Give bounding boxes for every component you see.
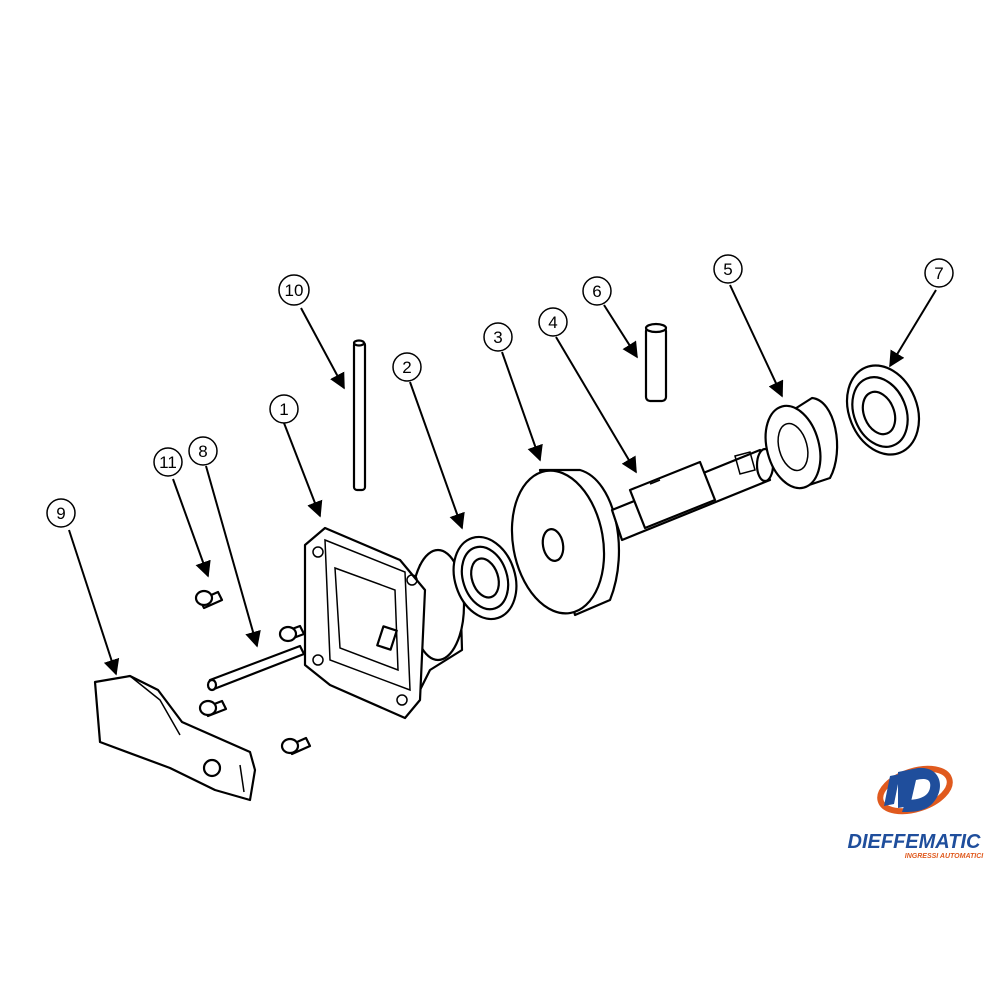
callout-4: 4	[538, 307, 568, 337]
part-10-pin	[352, 339, 367, 492]
leader-9	[68, 529, 120, 676]
callout-4-label: 4	[548, 313, 557, 332]
part-11-screw	[194, 589, 224, 610]
part-9-bracket	[93, 674, 257, 802]
callout-7: 7	[924, 258, 954, 288]
callout-6: 6	[582, 276, 612, 306]
part-2-bearing	[452, 535, 518, 621]
part-5-coupling	[764, 396, 839, 490]
leader-lines	[68, 284, 937, 676]
callout-11-label: 11	[159, 453, 177, 472]
leader-8	[205, 465, 261, 648]
screw	[198, 699, 228, 718]
callout-2: 2	[392, 352, 422, 382]
leader-2	[409, 381, 465, 530]
part-3-disc	[510, 468, 621, 617]
callout-5: 5	[713, 254, 743, 284]
part-7-bearing	[845, 364, 921, 456]
callout-9-label: 9	[56, 504, 65, 523]
part-1-housing	[303, 526, 466, 720]
callout-1: 1	[269, 394, 299, 424]
callout-7-label: 7	[934, 264, 943, 283]
leader-5	[729, 284, 784, 398]
brand-name: DIEFFEMATIC	[848, 831, 982, 853]
callout-3-label: 3	[493, 328, 502, 347]
leader-11	[172, 478, 211, 578]
part-4-shaft	[610, 447, 775, 542]
leader-3	[501, 351, 543, 462]
part-6-dowel	[644, 322, 668, 403]
callout-8: 8	[188, 436, 218, 466]
callout-8-label: 8	[198, 442, 207, 461]
leader-6	[603, 304, 638, 359]
screw	[280, 736, 312, 756]
callout-5-label: 5	[723, 260, 732, 279]
leader-1	[283, 422, 323, 518]
dieffematic-logo-icon	[877, 765, 953, 815]
callout-3: 3	[483, 322, 513, 352]
callout-1-label: 1	[279, 400, 288, 419]
part-8-rod	[206, 644, 306, 692]
brand-logo: DIEFFEMATIC INGRESSI AUTOMATICI	[848, 765, 984, 860]
callout-10-label: 10	[285, 281, 304, 300]
callout-6-label: 6	[592, 282, 601, 301]
leader-7	[889, 289, 937, 368]
leader-4	[555, 336, 637, 474]
callout-11: 11	[153, 447, 183, 477]
leader-10	[300, 307, 345, 390]
callout-10: 10	[278, 274, 310, 306]
callout-9: 9	[46, 498, 76, 528]
callout-2-label: 2	[402, 358, 411, 377]
screw	[278, 624, 306, 643]
callouts: 1 2 3 4 5 6 7 8	[46, 254, 954, 528]
brand-tagline: INGRESSI AUTOMATICI	[905, 853, 984, 860]
